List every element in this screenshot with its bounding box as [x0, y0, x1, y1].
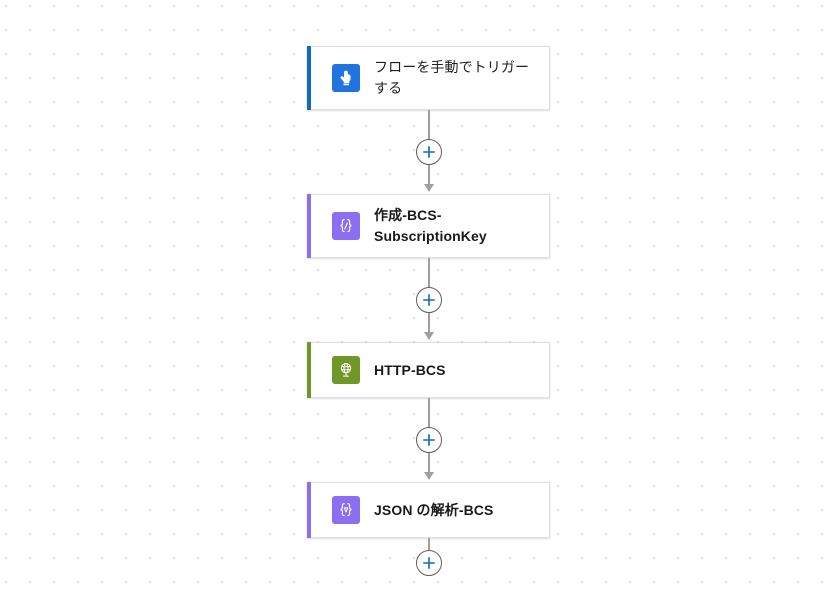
node-accent-bar	[307, 194, 311, 258]
flow-graph: フローを手動でトリガーする	[307, 46, 550, 593]
flow-node-http-bcs[interactable]: HTTP-BCS	[307, 342, 550, 398]
node-title: JSON の解析-BCS	[374, 501, 494, 518]
connector-after-trigger	[307, 110, 550, 194]
node-accent-bar	[307, 342, 311, 398]
connector-line	[427, 258, 430, 288]
flow-node-manually-trigger-a-flow[interactable]: フローを手動でトリガーする	[307, 46, 550, 110]
plus-icon	[422, 434, 435, 446]
parse-json-braces-icon	[332, 496, 360, 524]
flow-node-parse-json-bcs[interactable]: JSON の解析-BCS	[307, 482, 550, 538]
insert-after-parse-json-button[interactable]	[415, 550, 442, 576]
connector-arrowhead	[423, 184, 434, 192]
compose-braces-icon	[332, 212, 360, 240]
node-title: フローを手動でトリガーする	[374, 59, 530, 96]
plus-icon	[422, 557, 435, 569]
connector-line	[427, 538, 430, 552]
node-accent-bar	[307, 46, 311, 110]
tap-hand-icon	[332, 64, 360, 92]
connector-after-compose	[307, 258, 550, 342]
connector-line	[427, 398, 430, 428]
node-content: 作成-BCS-SubscriptionKey	[307, 205, 537, 247]
plus-icon	[422, 146, 435, 158]
connector-line	[427, 110, 430, 140]
node-accent-bar	[307, 482, 311, 538]
insert-after-compose-button[interactable]	[415, 287, 442, 313]
node-content: JSON の解析-BCS	[307, 496, 537, 524]
node-title: HTTP-BCS	[374, 361, 446, 378]
connector-after-http	[307, 398, 550, 482]
node-content: フローを手動でトリガーする	[307, 57, 537, 99]
connector-line	[427, 312, 430, 334]
globe-http-icon	[332, 356, 360, 384]
flow-node-compose-bcs-subscriptionkey[interactable]: 作成-BCS-SubscriptionKey	[307, 194, 550, 258]
connector-after-parse-json	[307, 538, 550, 593]
insert-after-http-button[interactable]	[415, 427, 442, 453]
connector-line	[427, 164, 430, 186]
connector-arrowhead	[423, 472, 434, 480]
insert-after-trigger-button[interactable]	[415, 139, 442, 165]
node-content: HTTP-BCS	[307, 356, 537, 384]
plus-icon	[422, 294, 435, 306]
connector-line	[427, 452, 430, 474]
node-title: 作成-BCS-SubscriptionKey	[374, 207, 487, 244]
connector-arrowhead	[423, 332, 434, 340]
